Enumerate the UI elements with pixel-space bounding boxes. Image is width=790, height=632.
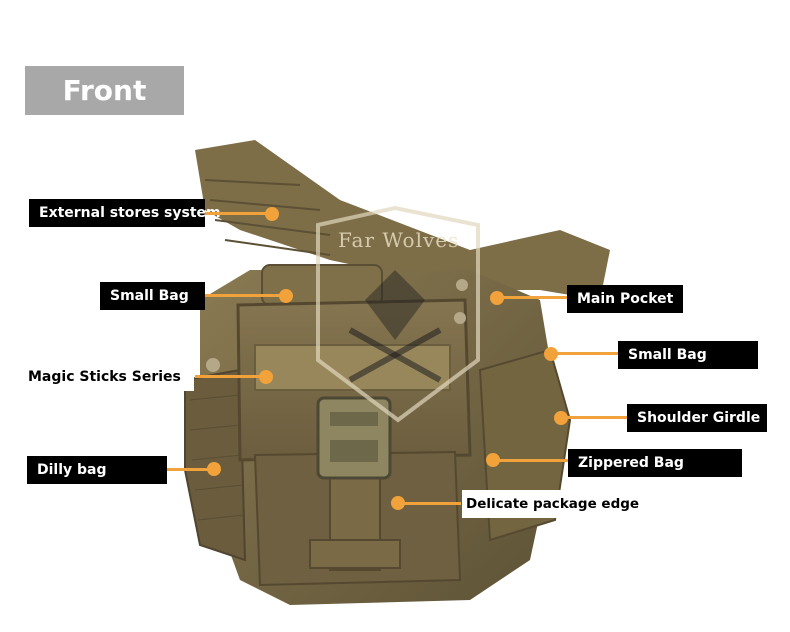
marker-dilly-bag bbox=[207, 462, 221, 476]
watermark-shield bbox=[316, 205, 480, 423]
label-external-stores: External stores system bbox=[29, 199, 221, 227]
leader-small-bag-right bbox=[551, 352, 618, 355]
label-dilly-bag: Dilly bag bbox=[27, 456, 167, 484]
shoulder-strap bbox=[195, 140, 610, 300]
leader-external-stores bbox=[205, 212, 272, 215]
label-zippered-bag: Zippered Bag bbox=[568, 449, 742, 477]
buckle bbox=[316, 396, 392, 480]
watermark-text: Far Wolves bbox=[338, 228, 460, 252]
label-small-bag-left: Small Bag bbox=[100, 282, 205, 310]
marker-small-bag-left bbox=[279, 289, 293, 303]
leader-package-edge bbox=[398, 502, 461, 505]
leader-zippered-bag bbox=[493, 459, 568, 462]
label-magic-sticks: Magic Sticks Series bbox=[24, 363, 194, 391]
marker-magic-sticks bbox=[259, 370, 273, 384]
leader-dilly-bag bbox=[167, 468, 214, 471]
page-title: Front View bbox=[25, 66, 184, 156]
leader-small-bag-left bbox=[205, 294, 285, 297]
label-package-edge: Delicate package edge bbox=[462, 490, 639, 518]
leader-main-pocket bbox=[497, 296, 567, 299]
leader-magic-sticks bbox=[195, 375, 265, 378]
label-small-bag-right: Small Bag bbox=[618, 341, 758, 369]
label-main-pocket: Main Pocket bbox=[567, 285, 683, 313]
marker-external-stores bbox=[265, 207, 279, 221]
label-shoulder-girdle: Shoulder Girdle bbox=[627, 404, 767, 432]
leader-shoulder-girdle bbox=[561, 416, 627, 419]
